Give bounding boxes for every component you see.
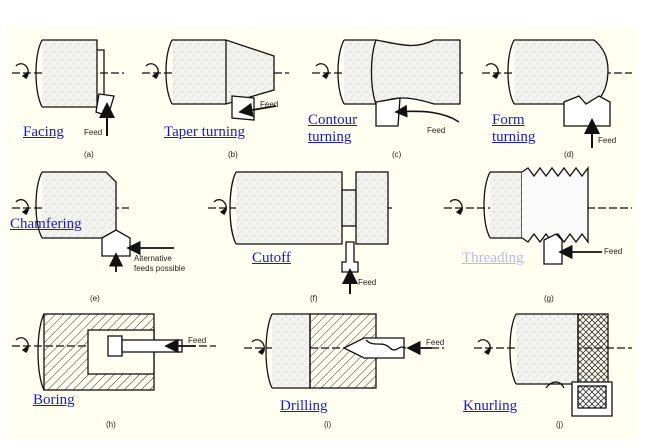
note-label-e-line1: Alternative bbox=[134, 254, 172, 263]
label-chamfering[interactable]: Chamfering bbox=[10, 216, 82, 232]
lathe-operations-figure bbox=[12, 39, 632, 417]
diagram-taper-turning bbox=[142, 39, 289, 121]
label-knurling[interactable]: Knurling bbox=[463, 398, 518, 414]
feed-label-a: Feed bbox=[84, 128, 103, 137]
caption-h: (h) bbox=[106, 420, 116, 429]
label-taper-turning[interactable]: Taper turning bbox=[164, 124, 246, 140]
note-label-e-line2: feeds possible bbox=[134, 264, 186, 273]
caption-c: (c) bbox=[392, 150, 402, 159]
diagram-cutoff bbox=[208, 171, 394, 294]
feed-label-b: Feed bbox=[260, 100, 279, 109]
caption-e: (e) bbox=[90, 294, 100, 303]
diagram-facing bbox=[12, 39, 124, 136]
diagram-drilling bbox=[244, 313, 444, 389]
feed-label-i: Feed bbox=[426, 338, 445, 347]
feed-label-g: Feed bbox=[604, 247, 623, 256]
caption-g: (g) bbox=[544, 294, 554, 303]
label-cutoff[interactable]: Cutoff bbox=[252, 250, 291, 266]
caption-i: (i) bbox=[324, 420, 332, 429]
label-drilling[interactable]: Drilling bbox=[280, 398, 328, 414]
label-facing[interactable]: Facing bbox=[23, 124, 64, 140]
feed-label-d: Feed bbox=[598, 136, 617, 145]
caption-j: (j) bbox=[556, 420, 564, 429]
label-form-turning-line1[interactable]: Form bbox=[492, 112, 525, 128]
label-contour-turning-line2[interactable]: turning bbox=[308, 129, 352, 145]
diagram-form-turning bbox=[482, 39, 632, 148]
caption-f: (f) bbox=[310, 294, 318, 303]
diagram-boring bbox=[12, 313, 216, 391]
label-threading[interactable]: Threading bbox=[462, 250, 524, 266]
caption-b: (b) bbox=[228, 150, 238, 159]
figure-panel: Facing Taper turning Contour turning For… bbox=[4, 26, 637, 440]
label-contour-turning-line1[interactable]: Contour bbox=[308, 112, 358, 128]
feed-label-c: Feed bbox=[427, 126, 446, 135]
caption-d: (d) bbox=[564, 150, 574, 159]
diagram-chamfering bbox=[12, 171, 174, 272]
feed-label-h: Feed bbox=[188, 336, 207, 345]
label-form-turning-line2[interactable]: turning bbox=[492, 129, 536, 145]
caption-a: (a) bbox=[84, 150, 94, 159]
diagram-knurling bbox=[474, 313, 632, 417]
label-boring[interactable]: Boring bbox=[33, 392, 75, 408]
diagram-contour-turning bbox=[312, 39, 464, 127]
diagram-threading bbox=[444, 166, 632, 265]
feed-label-f: Feed bbox=[358, 278, 377, 287]
